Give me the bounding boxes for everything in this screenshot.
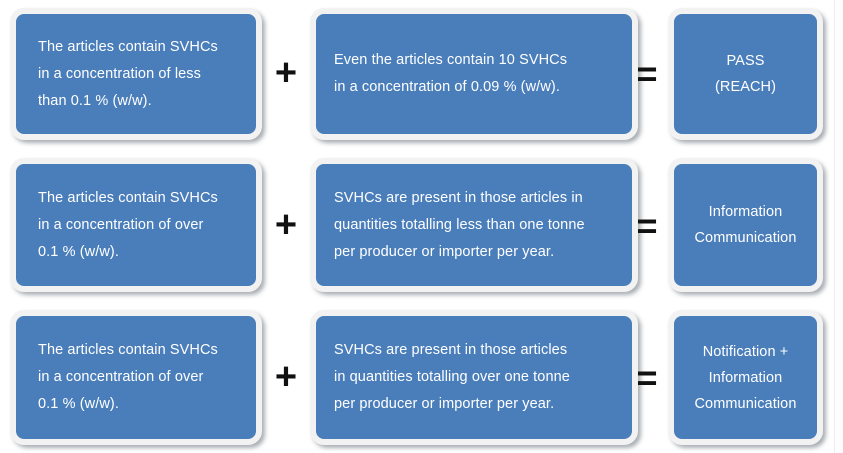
diagram-row: The articles contain SVHCs in a concentr…: [0, 8, 835, 140]
quantity-box[interactable]: SVHCs are present in those articles in q…: [310, 310, 638, 445]
outcome-line: (REACH): [714, 79, 777, 95]
condition-box[interactable]: The articles contain SVHCs in a concentr…: [10, 8, 262, 140]
condition-line: than 0.1 % (w/w).: [38, 92, 152, 109]
plus-operator-icon: +: [274, 356, 298, 398]
quantity-line: SVHCs are present in those articles in: [334, 189, 583, 206]
equals-operator-icon: =: [636, 53, 658, 94]
quantity-line: quantities totalling less than one tonne: [334, 216, 585, 233]
outcome-line: Communication: [694, 395, 797, 412]
condition-line: in a concentration of over: [38, 369, 204, 385]
diagram-row: The articles contain SVHCs in a concentr…: [0, 158, 835, 292]
condition-line: 0.1 % (w/w).: [38, 243, 119, 260]
equals-operator-icon: =: [636, 357, 658, 398]
quantity-line: Even the articles contain 10 SVHCs: [334, 52, 568, 68]
condition-box[interactable]: The articles contain SVHCs in a concentr…: [10, 158, 262, 292]
condition-box[interactable]: The articles contain SVHCs in a concentr…: [10, 310, 262, 445]
quantity-box[interactable]: Even the articles contain 10 SVHCs in a …: [310, 8, 638, 140]
outcome-line: Information: [708, 369, 783, 386]
condition-line: The articles contain SVHCs: [38, 38, 218, 55]
right-margin-strip: [834, 0, 843, 453]
quantity-line: SVHCs are present in those articles: [334, 342, 568, 358]
outcome-box[interactable]: Notification + Information Communication: [668, 310, 823, 445]
quantity-line: per producer or importer per year.: [334, 243, 555, 260]
condition-line: The articles contain SVHCs: [38, 189, 218, 206]
quantity-box[interactable]: SVHCs are present in those articles in q…: [310, 158, 638, 292]
outcome-box[interactable]: PASS (REACH): [668, 8, 823, 140]
plus-operator-icon: +: [274, 204, 298, 246]
equals-operator-icon: =: [636, 205, 658, 246]
condition-line: in a concentration of over: [38, 216, 204, 233]
plus-operator-icon: +: [274, 52, 298, 94]
outcome-line: PASS: [726, 53, 765, 69]
condition-line: 0.1 % (w/w).: [38, 396, 119, 412]
quantity-line: in a concentration of 0.09 % (w/w).: [334, 79, 560, 95]
outcome-box[interactable]: Information Communication: [668, 158, 823, 292]
outcome-line: Notification +: [702, 343, 789, 360]
outcome-line: Communication: [694, 230, 797, 246]
condition-line: The articles contain SVHCs: [38, 342, 218, 358]
quantity-line: per producer or importer per year.: [334, 396, 555, 412]
condition-line: in a concentration of less: [38, 65, 201, 82]
diagram-row: The articles contain SVHCs in a concentr…: [0, 310, 835, 445]
outcome-line: Information: [708, 204, 783, 220]
quantity-line: in quantities totalling over one tonne: [334, 369, 570, 385]
